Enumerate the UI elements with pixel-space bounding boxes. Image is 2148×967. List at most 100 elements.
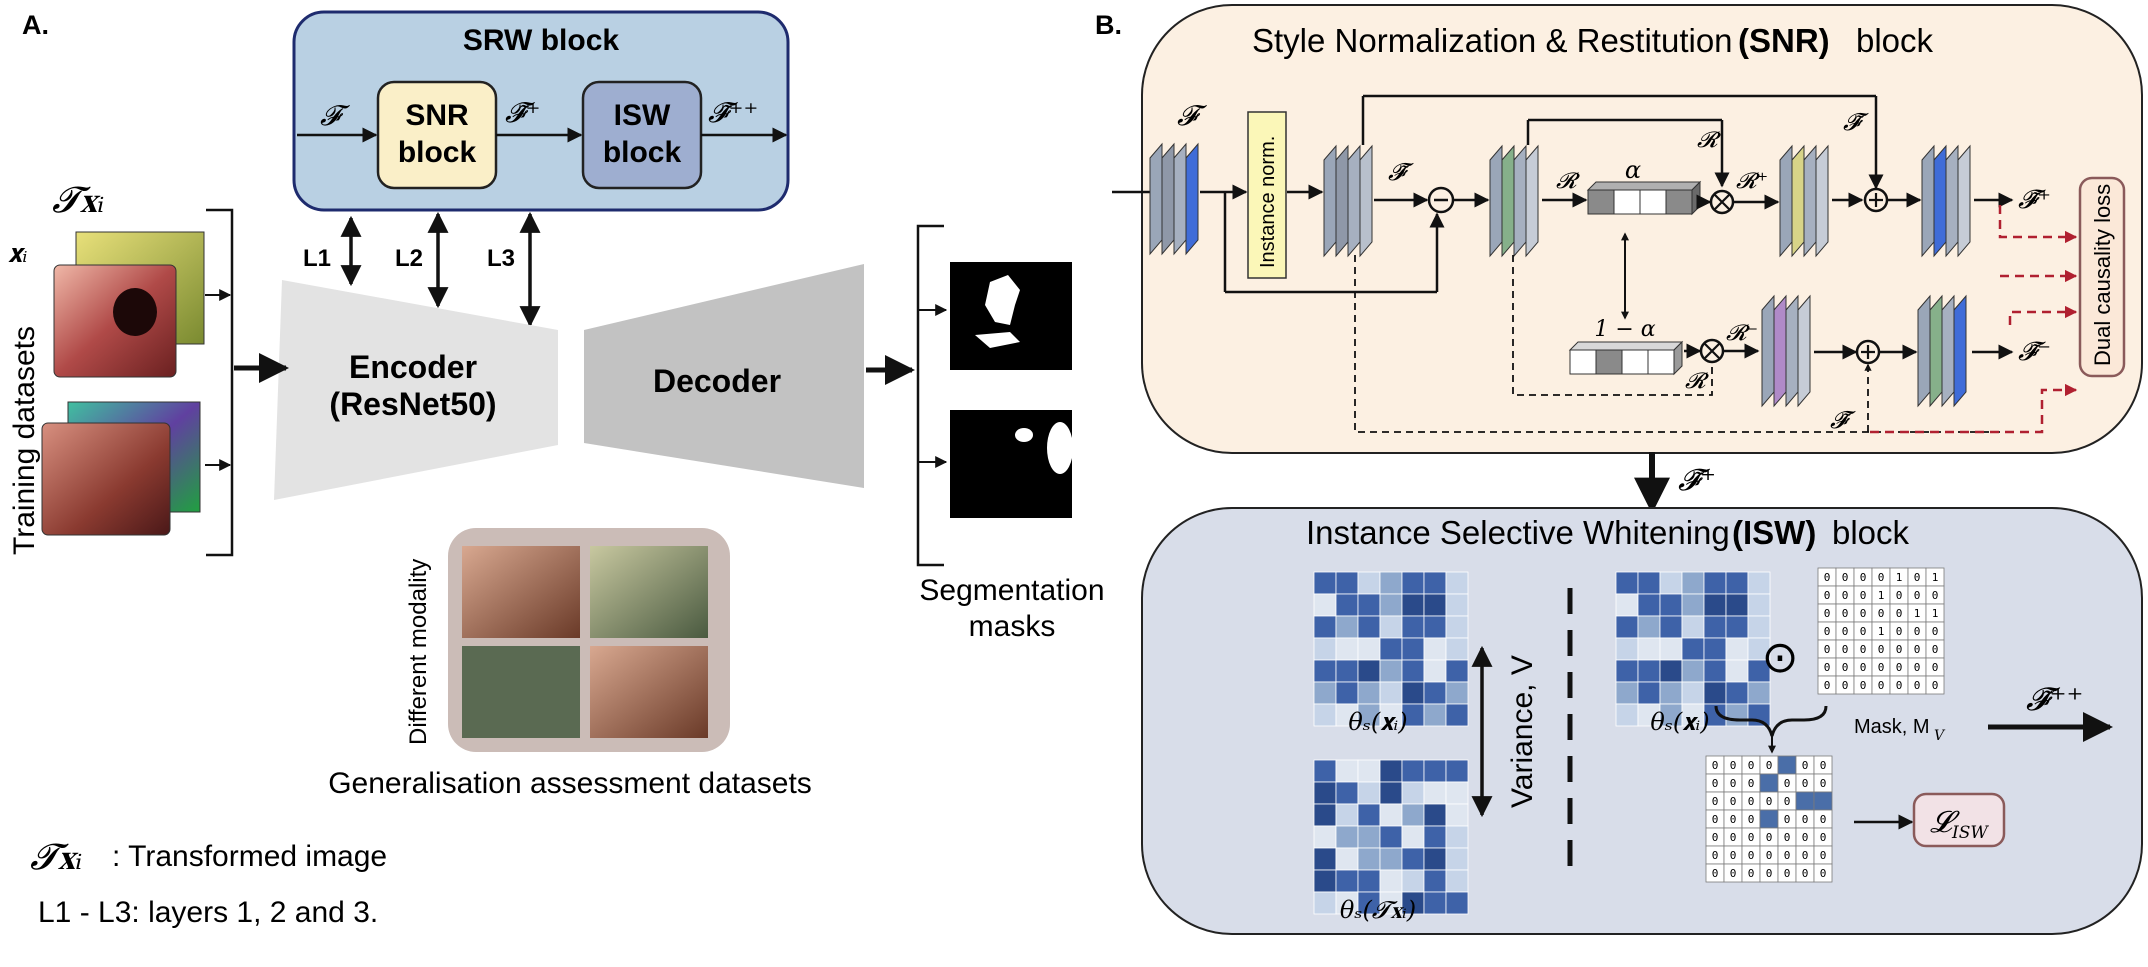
- heatmap-cell: [1659, 593, 1683, 617]
- variance-label: Variance, V: [1506, 655, 1539, 808]
- heatmap-cell: [1423, 869, 1447, 893]
- r-minus-label: 𝓡⁻: [1726, 321, 1758, 346]
- heatmap-cell: [1401, 637, 1425, 661]
- covariance-heatmap-xi-right: [1615, 571, 1771, 727]
- heatmap-cell: [1335, 781, 1359, 805]
- grid-value: 0: [1824, 571, 1831, 584]
- heatmap-cell: [1423, 615, 1447, 639]
- heatmap-cell: [1335, 571, 1359, 595]
- grid-value: 0: [1914, 661, 1921, 674]
- alpha-vector: [1586, 180, 1702, 216]
- heatmap-cell: [1313, 825, 1337, 849]
- decoder-shape: [584, 264, 864, 488]
- grid-cell: [1759, 773, 1779, 793]
- grid-value: 0: [1748, 813, 1755, 826]
- heatmap-cell: [1747, 681, 1771, 705]
- multiply-sign-1: [1714, 194, 1730, 210]
- heatmap-cell: [1401, 615, 1425, 639]
- training-image-2: [41, 422, 171, 536]
- grid-value: 0: [1896, 607, 1903, 620]
- grid-cell: [1813, 791, 1833, 811]
- heatmap-cell: [1445, 825, 1469, 849]
- heatmap-cell: [1681, 681, 1705, 705]
- feature-stack-residual: [1489, 144, 1539, 258]
- heatmap-cell: [1335, 637, 1359, 661]
- grid-cell: [1759, 809, 1779, 829]
- grid-value: 0: [1842, 643, 1849, 656]
- grid-value: 0: [1914, 643, 1921, 656]
- grid-value: 1: [1878, 625, 1885, 638]
- heatmap-cell: [1379, 659, 1403, 683]
- snr-title-b: (SNR): [1738, 22, 1830, 59]
- grid-value: 0: [1824, 607, 1831, 620]
- heatmap-cell: [1423, 571, 1447, 595]
- heatmap-cell: [1313, 593, 1337, 617]
- heatmap-cell: [1703, 615, 1727, 639]
- grid-value: 0: [1820, 849, 1827, 862]
- grid-value: 0: [1784, 867, 1791, 880]
- grid-value: 0: [1914, 571, 1921, 584]
- loss-arrow-1: [1998, 205, 2078, 244]
- grid-value: 0: [1766, 795, 1773, 808]
- grid-cell: [1925, 675, 1945, 695]
- heatmap-cell: [1401, 825, 1425, 849]
- isw-loss-sub: ISW: [1951, 823, 1989, 843]
- grid-cell: [1813, 863, 1833, 883]
- heatmap-cell: [1659, 571, 1683, 595]
- heatmap-cell: [1357, 847, 1381, 871]
- heatmap-cell: [1637, 659, 1661, 683]
- grid-value: 0: [1914, 625, 1921, 638]
- grid-value: 0: [1712, 759, 1719, 772]
- heatmap-cell: [1423, 703, 1447, 727]
- isw-box-line1: ISW: [614, 99, 671, 132]
- grid-value: 0: [1896, 589, 1903, 602]
- grid-value: 0: [1784, 777, 1791, 790]
- heatmap-cell: [1335, 681, 1359, 705]
- grid-value: 1: [1914, 607, 1921, 620]
- grid-value: 0: [1802, 867, 1809, 880]
- heatmap-cell: [1379, 593, 1403, 617]
- gen-image-4: [590, 646, 708, 738]
- r-plus-label: 𝓡⁺: [1736, 169, 1768, 194]
- plus-sign-1: [1869, 193, 1883, 207]
- heatmap-cell: [1335, 847, 1359, 871]
- grid-value: 0: [1712, 795, 1719, 808]
- grid-value: 0: [1932, 679, 1939, 692]
- heatmap-cell: [1379, 825, 1403, 849]
- heatmap-cell: [1445, 615, 1469, 639]
- heatmap-cell: [1379, 571, 1403, 595]
- isw-output-label: 𝓕̃⁺⁺: [2026, 680, 2083, 718]
- multiply-sign-2: [1704, 343, 1720, 359]
- grid-value: 0: [1842, 607, 1849, 620]
- heatmap-cell: [1659, 659, 1683, 683]
- heatmap-cell: [1637, 615, 1661, 639]
- grid-value: 0: [1766, 759, 1773, 772]
- grid-value: 0: [1784, 849, 1791, 862]
- heatmap-cell: [1637, 571, 1661, 595]
- grid-value: 0: [1932, 661, 1939, 674]
- seg-label-line1: Segmentation: [919, 574, 1104, 607]
- grid-value: 0: [1748, 867, 1755, 880]
- heatmap-cell: [1401, 847, 1425, 871]
- grid-value: 0: [1860, 625, 1867, 638]
- panel-a: A. SRW block SNR block ISW block 𝓕 𝓕̃⁺ 𝓕…: [8, 10, 1105, 929]
- l2-label: L2: [395, 245, 423, 272]
- grid-value: 0: [1896, 625, 1903, 638]
- heatmap-cell: [1357, 571, 1381, 595]
- heatmap-cell: [1445, 803, 1469, 827]
- grid-value: 0: [1878, 607, 1885, 620]
- heatmap-cell: [1423, 659, 1447, 683]
- heatmap-cell: [1357, 803, 1381, 827]
- heatmap-cell: [1379, 803, 1403, 827]
- heatmap-cell: [1615, 571, 1639, 595]
- heatmap-cell: [1357, 615, 1381, 639]
- heatmap-cell: [1637, 637, 1661, 661]
- heatmap-cell: [1725, 593, 1749, 617]
- grid-value: 0: [1730, 867, 1737, 880]
- heatmap-cell: [1637, 593, 1661, 617]
- heatmap-cell: [1703, 637, 1727, 661]
- xi-label: 𝐱ᵢ: [8, 239, 28, 269]
- isw-loss-box: [1912, 792, 2006, 848]
- heatmap-cell: [1423, 593, 1447, 617]
- grid-value: 0: [1802, 849, 1809, 862]
